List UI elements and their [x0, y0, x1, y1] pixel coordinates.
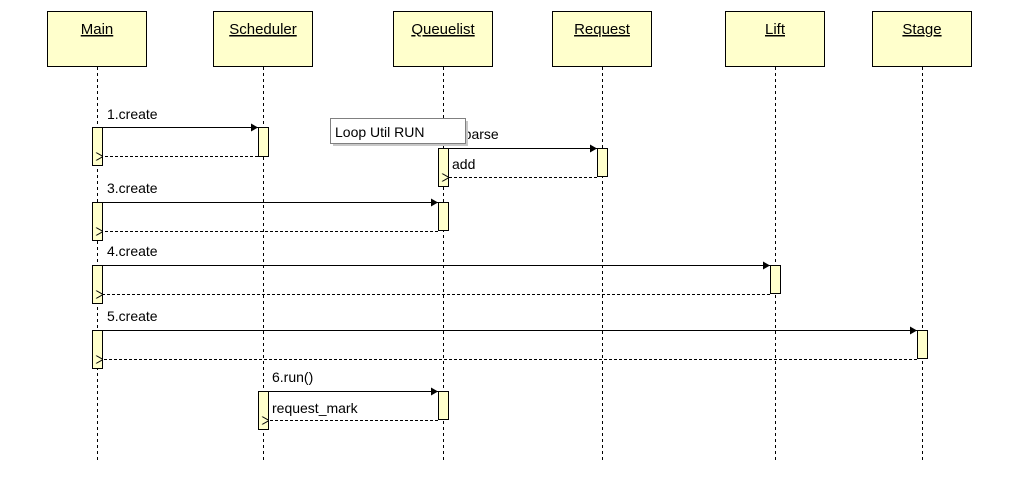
loop-note: Loop Util RUN: [330, 118, 468, 146]
lifeline-request: Request: [552, 11, 652, 460]
activation-queuelist-3: [438, 391, 449, 420]
lifeline-request-name: Request: [574, 21, 631, 38]
activation-main-4: [92, 330, 103, 369]
lifeline-main-name: Main: [81, 21, 114, 38]
lifeline-scheduler-name: Scheduler: [229, 21, 297, 38]
loop-note-box: [330, 118, 466, 144]
activation-lift-1: [770, 265, 781, 294]
lifeline-scheduler: Scheduler: [213, 11, 313, 460]
message-6-label: 6.run(): [272, 369, 313, 385]
return-2-label: add: [452, 156, 475, 172]
activation-main-3: [92, 265, 103, 304]
lifeline-lift-name: Lift: [765, 21, 786, 38]
lifeline-queuelist-box: [393, 11, 493, 67]
activation-request-1: [597, 148, 608, 177]
activation-main-2: [92, 202, 103, 241]
lifeline-queuelist-name: Queuelist: [411, 21, 475, 38]
lifeline-lift: Lift: [725, 11, 825, 460]
lifeline-main: Main: [47, 11, 147, 460]
message-3-label: 3.create: [107, 180, 158, 196]
activation-stage-1: [917, 330, 928, 359]
activation-queuelist-2: [438, 202, 449, 231]
loop-note-text: Loop Util RUN: [335, 124, 424, 140]
lifeline-lift-box: [725, 11, 825, 67]
lifeline-request-box: [552, 11, 652, 67]
lifeline-stage: Stage: [872, 11, 972, 460]
activation-main-1: [92, 127, 103, 166]
lifeline-scheduler-box: [213, 11, 313, 67]
lifeline-stage-name: Stage: [902, 21, 941, 38]
lifeline-queuelist: Queuelist: [393, 11, 493, 460]
activation-queuelist-1: [438, 148, 449, 187]
message-5-label: 5.create: [107, 308, 158, 324]
lifeline-main-box: [47, 11, 147, 67]
message-1-label: 1.create: [107, 106, 158, 122]
lifeline-stage-box: [872, 11, 972, 67]
activation-scheduler-1: [258, 127, 269, 157]
message-4-label: 4.create: [107, 243, 158, 259]
return-6-label: request_mark: [272, 400, 359, 416]
activation-scheduler-2: [258, 391, 269, 430]
